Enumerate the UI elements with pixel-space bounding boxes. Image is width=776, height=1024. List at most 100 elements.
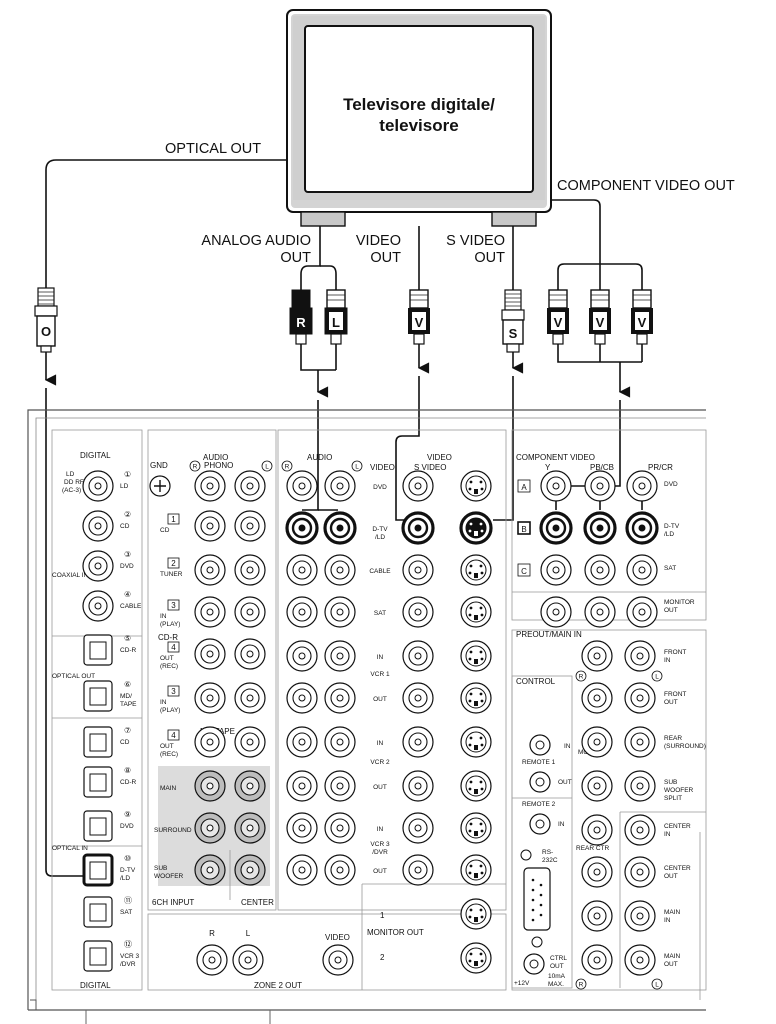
six-ch-input-label: 6CH INPUT — [152, 898, 194, 907]
digital-optical-jack-11[interactable] — [83, 896, 113, 928]
preout-right-jack-1-pin — [636, 652, 644, 660]
ctrl-max-label-line2: MAX. — [548, 981, 564, 988]
analog-input-number-box — [167, 599, 180, 611]
audio-jack-r-7-pin — [206, 738, 214, 746]
digital-jack-label-12-line2: /DVR — [120, 961, 136, 968]
digital-optical-jack-12[interactable] — [83, 940, 113, 972]
digital-optical-jack-9[interactable] — [83, 810, 113, 842]
audio-jack-l-9-pin — [246, 824, 254, 832]
av-svideo-jack-8-key — [474, 789, 478, 794]
optical-out-panel-label: OPTICAL OUT — [52, 673, 95, 680]
rs232c-label-line1: RS- — [542, 849, 553, 856]
monitor-out-svideo-jack-2-pin — [468, 959, 472, 963]
av-svideo-jack-1-key — [474, 489, 478, 494]
av-svideo-jack-2-pin — [469, 522, 473, 526]
av-svideo-jack-1-pin — [479, 480, 483, 484]
digital-optical-jack-7[interactable] — [83, 726, 113, 758]
vcr3-label-line1: VCR 3 — [370, 841, 390, 848]
preout-row-label-4-line1: SUB — [664, 779, 677, 786]
preout-left-jack-4-pin — [593, 782, 601, 790]
av-row-label-4: SAT — [374, 610, 386, 617]
preout-right-jack-6-pin — [636, 868, 644, 876]
rs232c-port[interactable] — [523, 867, 551, 931]
digital-section — [51, 429, 143, 991]
digital-optical-jack-7-port — [89, 733, 107, 752]
plug-component-y: V — [547, 289, 569, 345]
av-section — [277, 429, 507, 911]
panel-jacks: ①LD②CD③DVD④CABLE⑤CD-R⑥MD/TAPE⑦CD⑧CD-R⑨DV… — [82, 460, 706, 990]
digital-jack-label-2: CD — [120, 523, 130, 530]
channel-marker-letter: R — [579, 982, 584, 989]
analog-input-number-6: 4 — [171, 731, 176, 740]
monitor-2-label: 2 — [380, 953, 385, 962]
video-header: VIDEO — [427, 453, 452, 462]
component-header: COMPONENT VIDEO — [516, 453, 595, 462]
analog-input-label-6-line1: OUT — [160, 743, 174, 750]
av-row-label-10: OUT — [373, 868, 387, 875]
monitor-out-svideo-jack-2-pin — [479, 952, 483, 956]
remote1-in-jack-core — [535, 740, 545, 750]
audio-jack-l-6-pin — [246, 694, 254, 702]
av-audio-l-jack-3-pin — [336, 566, 344, 574]
digital-jack-label-7: CD — [120, 739, 130, 746]
digital-jack-label-3: DVD — [120, 563, 134, 570]
svideo-out-label-line2: OUT — [474, 250, 505, 266]
preout-row-label-3-line2: (SURROUND) — [664, 743, 706, 750]
channel-marker-letter: R — [285, 464, 290, 471]
digital-jack-num-9: ⑨ — [124, 810, 131, 819]
av-video-jack-1-pin — [414, 482, 422, 490]
av-svideo-jack-7-pin — [479, 736, 483, 740]
audio-jack-r-10-pin — [206, 866, 214, 874]
av-svideo-jack-6-pin — [468, 699, 472, 703]
av-video-jack-8-pin — [414, 782, 422, 790]
preout-header: PREOUT/MAIN IN — [516, 630, 582, 639]
comp-y-label: Y — [545, 463, 551, 472]
plug-optical: O — [34, 287, 58, 353]
analog-input-number-box — [167, 641, 180, 653]
center-label: CENTER — [241, 898, 274, 907]
comp-pr-label: PR/CR — [648, 463, 673, 472]
av-video-jack-2-pin — [414, 524, 422, 532]
digital-optical-jack-8[interactable] — [83, 766, 113, 798]
digital-jack-label-1: LD — [120, 483, 129, 490]
comp-pb-label: PB/CB — [590, 463, 614, 472]
av-svideo-jack-7-key — [474, 745, 478, 750]
component-pr-jack-3-pin — [638, 566, 646, 574]
component-row-label-3: SAT — [664, 565, 676, 572]
av-svideo-jack-2-pin — [479, 522, 483, 526]
av-audio-r-jack-1-pin — [298, 482, 306, 490]
av-svideo-jack-3-pin — [480, 571, 484, 575]
vcr1-label: VCR 1 — [370, 671, 390, 678]
rs232c-pin — [531, 888, 535, 892]
digital-jack-num-4: ④ — [124, 590, 131, 599]
digital-optical-jack-10[interactable] — [82, 853, 114, 887]
rs232c-label-line2: 232C — [542, 857, 558, 864]
av-row-label-5: IN — [377, 654, 384, 661]
monitor-1-label: 1 — [380, 911, 385, 920]
channel-marker-letter: L — [655, 982, 659, 989]
monitor-out-label: MONITOR OUT — [367, 928, 424, 937]
preout-left-jack-8-pin — [593, 956, 601, 964]
ld-rf-label-3: (AC-3) — [62, 487, 81, 494]
rs232c-pin — [531, 918, 535, 922]
digital-optical-jack-6[interactable] — [83, 680, 113, 712]
preout-right-jack-3-pin — [636, 738, 644, 746]
analog-input-number-4: 4 — [171, 643, 176, 652]
digital-jack-num-11: ⑪ — [124, 896, 132, 905]
component-y-jack-1-pin — [552, 482, 560, 490]
rs232c-pin — [531, 908, 535, 912]
digital-jack-label-10-line1: D-TV — [120, 867, 136, 874]
analog-input-label-1: CD — [160, 527, 170, 534]
av-audio-l-jack-1-pin — [336, 482, 344, 490]
channel-marker — [651, 670, 663, 682]
digital-jack-num-5: ⑤ — [124, 634, 131, 643]
av-svideo-jack-10-pin — [480, 871, 484, 875]
digital-optical-jack-5[interactable] — [83, 634, 113, 666]
monitor-out-svideo-jack-1-pin — [469, 908, 473, 912]
av-video-jack-7-pin — [414, 738, 422, 746]
channel-marker — [575, 670, 587, 682]
av-row-label-7: IN — [377, 740, 384, 747]
television: Televisore digitale/ televisore — [286, 9, 552, 227]
preout-row-label-8-line1: MAIN — [664, 953, 681, 960]
preout-row-label-4-line2: WOOFER — [664, 787, 694, 794]
